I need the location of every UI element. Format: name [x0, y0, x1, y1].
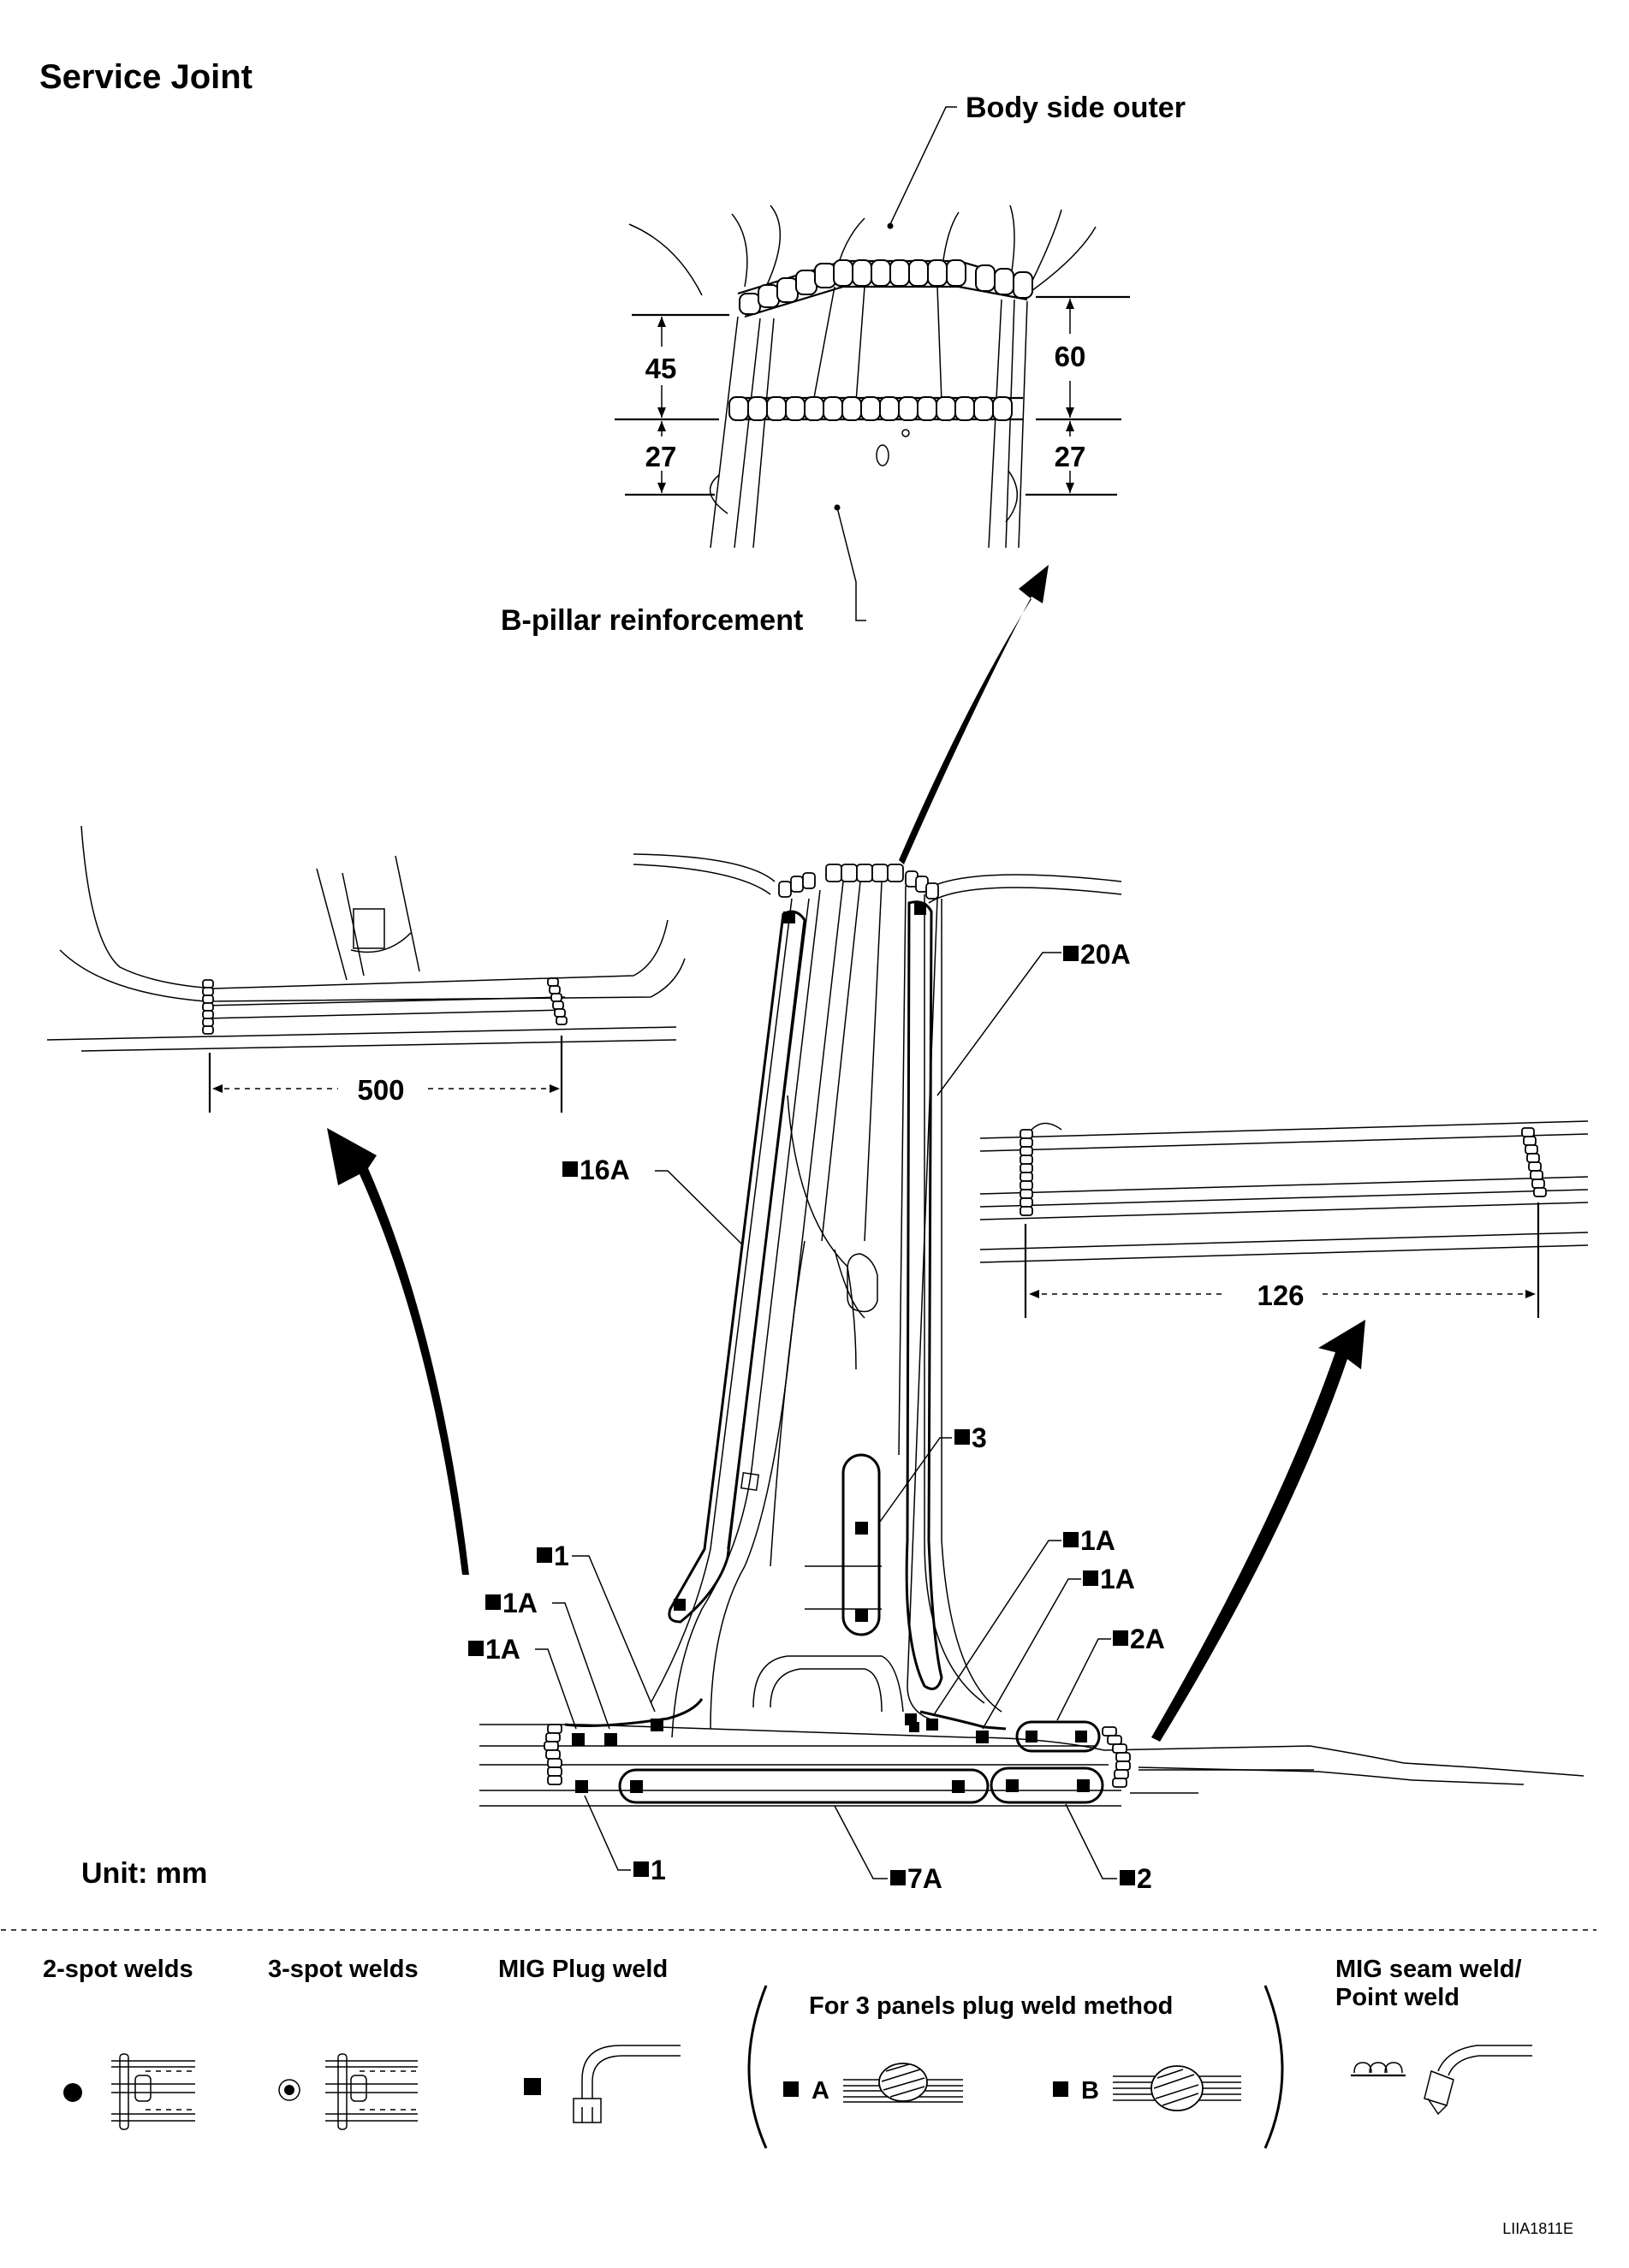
- label-b-pillar-reinforcement: B-pillar reinforcement: [501, 604, 803, 637]
- paren-right: [1263, 1985, 1284, 2149]
- method-b-icon: [1113, 2065, 1241, 2111]
- arrow-to-left-detail: [327, 1128, 469, 1575]
- left-detail: 500: [46, 825, 686, 1113]
- right-detail: 126: [979, 1120, 1589, 1318]
- label-1A-right-1: 1A: [1080, 1525, 1115, 1556]
- label-1A-b: 1A: [485, 1634, 520, 1665]
- weld-labels: 20A 16A 3 1 1A 1A 1A 1A 2A 1 7A 2: [468, 939, 1165, 1894]
- mig-seam-weld-icon: [1351, 2062, 1406, 2077]
- legend-point-weld: Point weld: [1335, 1984, 1460, 2011]
- arrow-to-right-detail: [1151, 1320, 1365, 1742]
- upper-seam-weld-band: [737, 259, 1033, 318]
- seam-weld-20A: [905, 900, 943, 1690]
- label-20A: 20A: [1080, 939, 1131, 970]
- label-1-lower: 1: [651, 1855, 666, 1885]
- paren-left: [747, 1985, 768, 2149]
- legend: 2-spot welds 3-spot welds MIG Plug weld …: [43, 1956, 1532, 2149]
- label-body-side-outer: Body side outer: [966, 92, 1186, 124]
- dim-126: 126: [1257, 1279, 1304, 1311]
- label-3: 3: [972, 1422, 987, 1453]
- arrow-to-top-detail: [899, 565, 1049, 864]
- legend-mig-plug-weld: MIG Plug weld: [498, 1956, 668, 1983]
- weld-group-7A-outline: [618, 1768, 990, 1804]
- page-title: Service Joint: [39, 58, 253, 96]
- label-7A: 7A: [907, 1863, 942, 1894]
- method-b-label: B: [1081, 2077, 1099, 2105]
- label-16A: 16A: [580, 1155, 630, 1185]
- method-a-label: A: [812, 2077, 829, 2105]
- label-2A: 2A: [1130, 1624, 1165, 1654]
- dim-60: 60: [1055, 341, 1086, 372]
- top-detail: 45 60 27 27 Body side outer B-pillar rei…: [501, 92, 1186, 637]
- mig-plug-torch-icon: [573, 2045, 681, 2123]
- seam-weld-16A: [668, 910, 806, 1624]
- dim-45: 45: [645, 353, 677, 384]
- legend-mig-seam-weld: MIG seam weld/: [1335, 1956, 1522, 1983]
- method-a-icon: [843, 2063, 963, 2103]
- spot-weld-dot-icon: [63, 2083, 82, 2102]
- unit-label: Unit: mm: [81, 1857, 207, 1890]
- label-2: 2: [1137, 1863, 1152, 1894]
- weld-group-3-outline: [841, 1453, 881, 1636]
- dim-27-right: 27: [1055, 441, 1086, 472]
- label-1A-a: 1A: [502, 1588, 538, 1618]
- legend-3-panels: For 3 panels plug weld method: [809, 1992, 1173, 2020]
- 3-spot-weld-icon: [325, 2053, 418, 2130]
- weld-group-2-outline: [990, 1766, 1104, 1804]
- lower-seam-weld-band: [728, 396, 1023, 421]
- mig-seam-torch-icon: [1424, 2045, 1532, 2116]
- figure-code: LIIA1811E: [1502, 2220, 1573, 2237]
- label-1-upper: 1: [554, 1541, 569, 1571]
- b-pillar-main: [479, 853, 1584, 1807]
- plug-weld-square-icon: [524, 2078, 541, 2095]
- label-1A-right-2: 1A: [1100, 1564, 1135, 1594]
- legend-3-spot-welds: 3-spot welds: [268, 1956, 419, 1983]
- legend-2-spot-welds: 2-spot welds: [43, 1956, 193, 1983]
- dim-500: 500: [357, 1074, 404, 1106]
- 3-spot-ring-icon: [278, 2079, 300, 2101]
- 2-spot-weld-icon: [111, 2053, 195, 2130]
- dim-27-left: 27: [645, 441, 677, 472]
- weld-group-2A-outline: [1015, 1720, 1101, 1753]
